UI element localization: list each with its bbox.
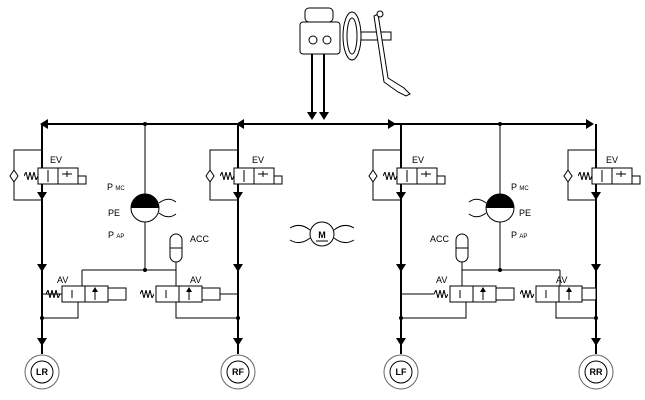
wheel-lr-label: LR xyxy=(36,367,48,377)
pe-label: PE xyxy=(519,208,531,218)
ev-label: EV xyxy=(606,155,618,165)
svg-text:P MC: P MC xyxy=(107,182,125,192)
av-label: AV xyxy=(57,275,68,285)
motor-label: M xyxy=(318,230,326,240)
check-valve-lf xyxy=(368,149,401,201)
channel-lf: EV AV LF xyxy=(368,124,515,390)
ev-label: EV xyxy=(252,155,264,165)
accumulator-right: ACC xyxy=(430,233,469,263)
main-brake-line xyxy=(40,119,594,129)
av-label: AV xyxy=(556,275,567,285)
accumulator-left: ACC xyxy=(169,233,210,263)
av-valve-lf: AV xyxy=(401,275,515,319)
pump-motor: M xyxy=(289,221,355,247)
check-valve-rr xyxy=(563,149,596,201)
pressure-labels-right: P MC PE P AP xyxy=(511,182,531,240)
ev-label: EV xyxy=(50,155,62,165)
av-valve-rr: AV xyxy=(520,275,597,319)
svg-text:P MC: P MC xyxy=(511,182,529,192)
acc-label: ACC xyxy=(430,234,450,244)
check-valve-rf xyxy=(205,149,238,201)
wheel-lf-label: LF xyxy=(396,367,407,377)
wheel-rr-label: RR xyxy=(590,367,603,377)
acc-label: ACC xyxy=(190,234,210,244)
channel-lr: EV AV LR xyxy=(9,124,127,390)
wheel-lr: LR xyxy=(24,354,60,390)
svg-text:P AP: P AP xyxy=(108,230,124,240)
ev-label: EV xyxy=(412,155,424,165)
pump-group-right: ACC P MC PE P AP xyxy=(430,124,561,286)
pump-group-left: ACC P MC PE P AP xyxy=(81,124,210,286)
av-label: AV xyxy=(190,275,201,285)
svg-text:P AP: P AP xyxy=(511,230,527,240)
channel-rr: EV AV RR xyxy=(520,124,641,390)
pe-label: PE xyxy=(108,208,120,218)
av-valve-rf: AV xyxy=(140,275,238,319)
wheel-rf-label: RF xyxy=(232,367,244,377)
av-label: AV xyxy=(436,275,447,285)
wheel-rr: RR xyxy=(578,354,614,390)
master-cylinder-assembly xyxy=(299,7,411,97)
ev-valve-lr: EV xyxy=(24,155,87,185)
channel-rf: EV AV RF xyxy=(140,124,283,390)
pressure-labels-left: P MC PE P AP xyxy=(107,182,125,240)
ev-valve-lf: EV xyxy=(383,155,446,185)
check-valve-lr xyxy=(9,149,42,201)
ev-valve-rr: EV xyxy=(578,155,641,185)
ev-valve-rf: EV xyxy=(220,155,283,185)
wheel-rf: RF xyxy=(220,354,256,390)
av-valve-lr: AV xyxy=(42,275,127,319)
pump-right xyxy=(468,193,515,223)
wheel-lf: LF xyxy=(383,354,419,390)
pump-left xyxy=(130,193,177,223)
master-supply-lines xyxy=(307,54,329,120)
